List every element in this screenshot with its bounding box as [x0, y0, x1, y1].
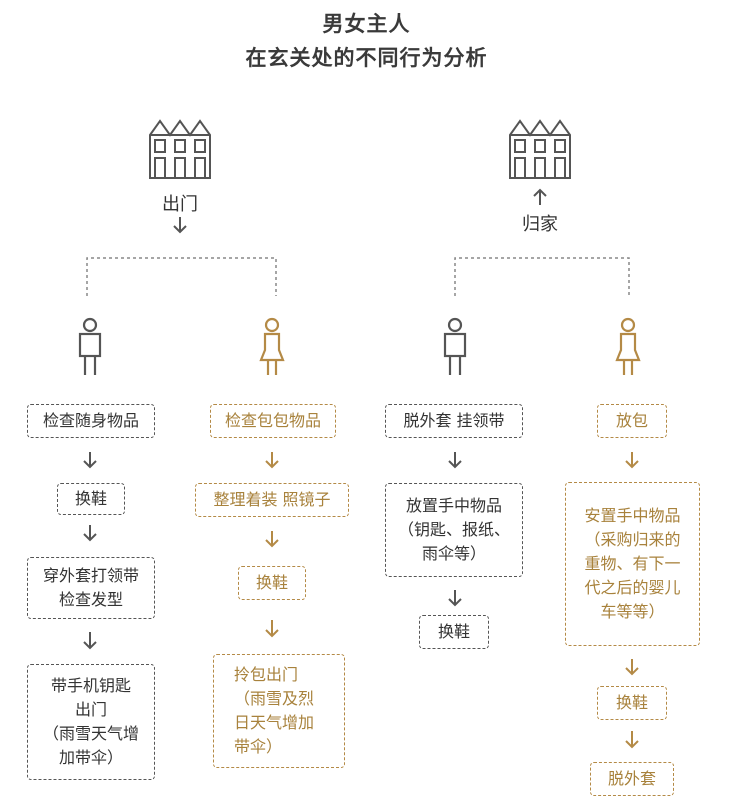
- step-box-female-home-2: 安置手中物品 （采购归来的 重物、有下一 代之后的婴儿 车等等）: [565, 482, 700, 646]
- step-box-female-home-1: 放包: [597, 404, 667, 438]
- male-person-icon: [78, 317, 102, 375]
- female-person-icon: [259, 317, 285, 375]
- step-box-male-home-2: 放置手中物品 （钥匙、报纸、 雨伞等）: [385, 483, 523, 577]
- arrow-down-icon: [173, 217, 187, 234]
- step-box-male-out-1: 检查随身物品: [27, 404, 155, 438]
- step-box-male-out-2: 换鞋: [57, 483, 125, 515]
- label-coming-home: 归家: [522, 214, 558, 235]
- male-person-icon: [443, 317, 467, 375]
- step-box-male-home-1: 脱外套 挂领带: [385, 404, 523, 438]
- label-going-out: 出门: [162, 194, 198, 215]
- step-box-female-out-3: 换鞋: [238, 566, 306, 600]
- building-icon-home: [509, 119, 571, 179]
- step-box-female-out-1: 检查包包物品: [210, 404, 336, 438]
- bracket-left: [86, 257, 277, 296]
- step-box-male-out-4: 带手机钥匙 出门 （雨雪天气增 加带伞）: [27, 664, 155, 780]
- step-box-female-out-2: 整理着装 照镜子: [195, 483, 349, 517]
- bracket-right: [454, 257, 630, 296]
- step-box-female-home-3: 换鞋: [597, 686, 667, 720]
- title-line-2: 在玄关处的不同行为分析: [245, 46, 488, 70]
- building-icon-out: [149, 119, 211, 179]
- step-arrows-male: [83, 452, 462, 650]
- arrow-up-icon: [533, 188, 547, 205]
- step-arrows-female: [265, 452, 639, 749]
- step-box-male-out-3: 穿外套打领带 检查发型: [27, 557, 155, 619]
- step-box-female-out-4: 拎包出门 （雨雪及烈 日天气增加 带伞）: [213, 654, 345, 768]
- step-box-male-home-3: 换鞋: [419, 615, 489, 649]
- title-line-1: 男女主人: [322, 12, 411, 36]
- step-box-female-home-4: 脱外套: [590, 762, 674, 796]
- female-person-icon: [615, 317, 641, 375]
